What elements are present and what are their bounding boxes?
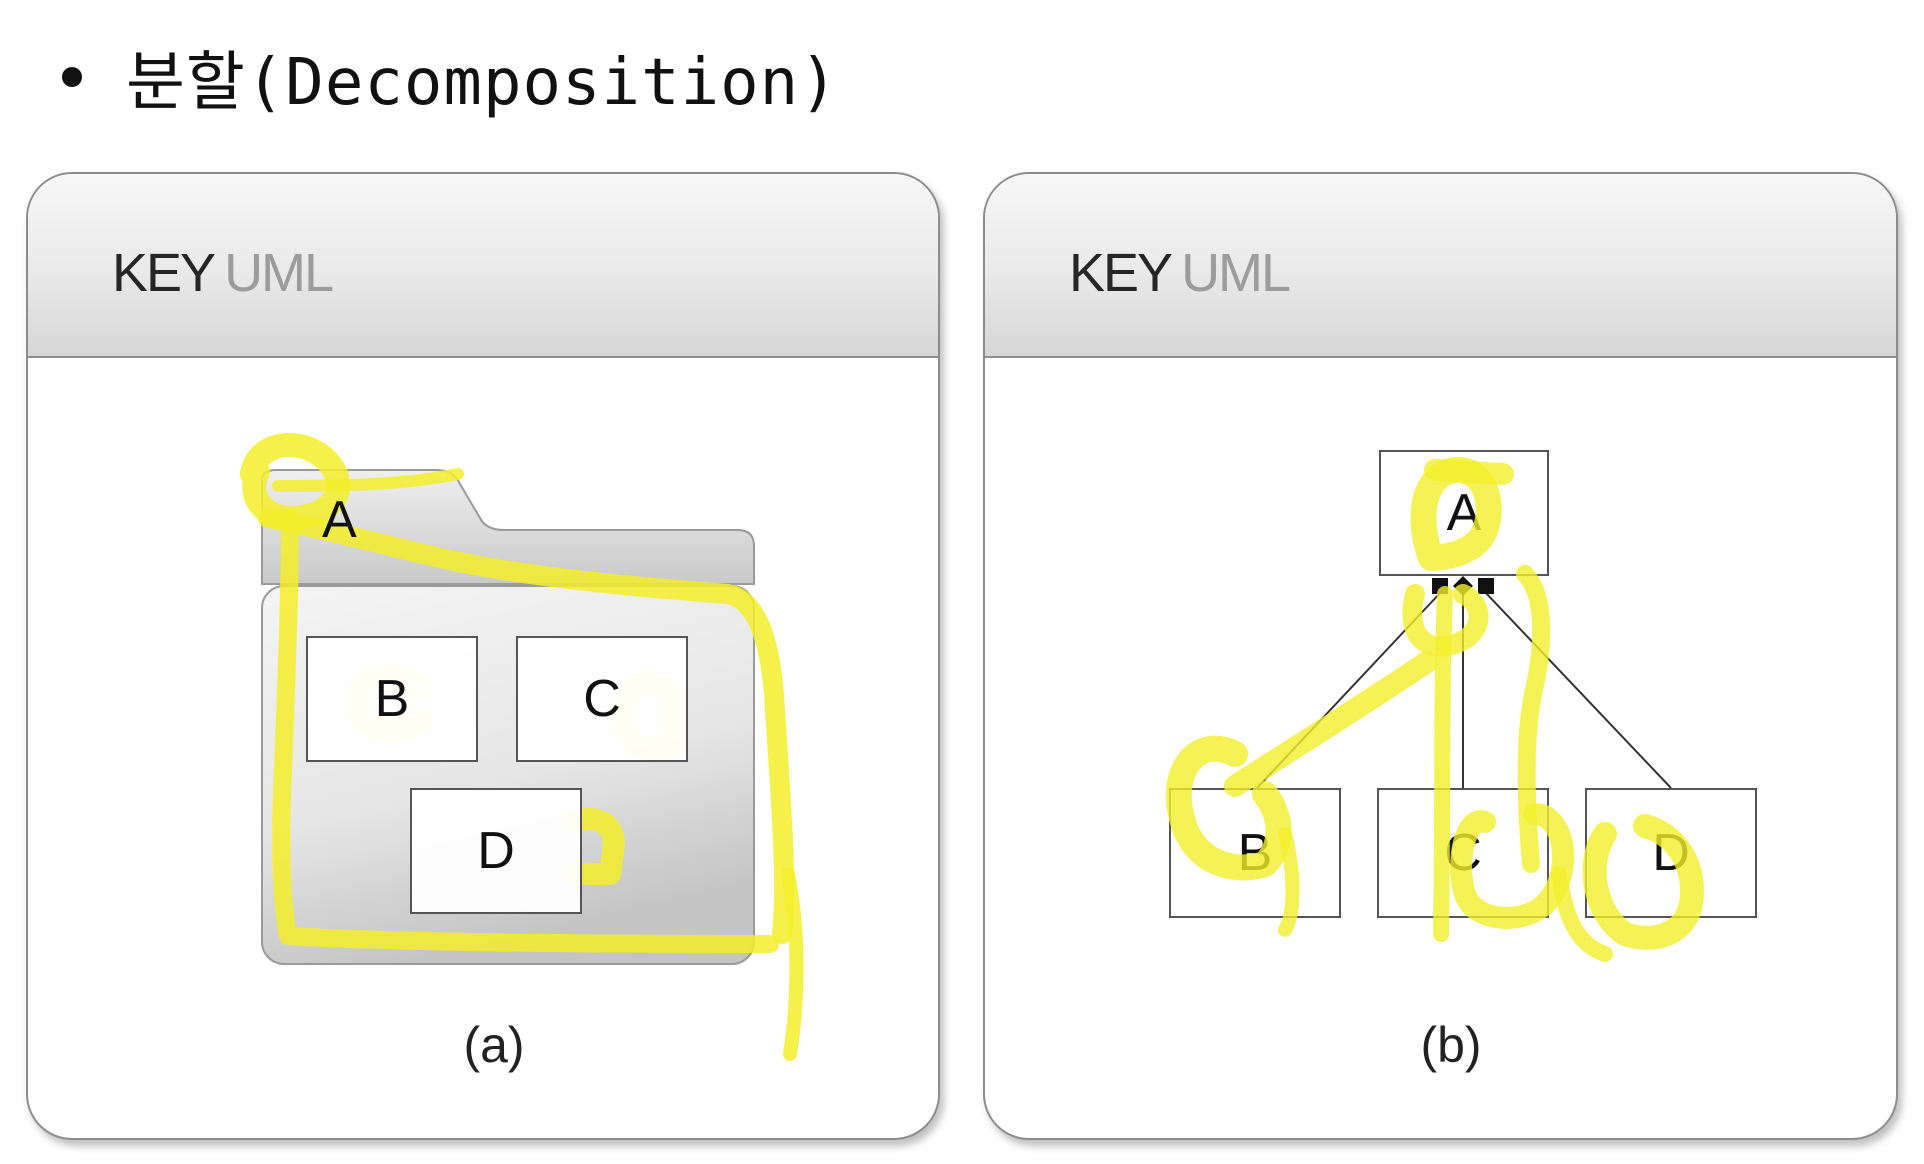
heading-line: 분할(Decomposition)	[62, 22, 839, 132]
panel-b-drawing	[1165, 457, 1704, 962]
highlighter-marks	[1165, 457, 1704, 962]
caption-b: (b)	[1420, 1017, 1482, 1073]
package-tab	[261, 469, 755, 585]
box-d: D	[410, 788, 582, 914]
key-word: KEY	[112, 243, 216, 303]
composition-lines	[1256, 591, 1672, 789]
caption-a: (a)	[463, 1017, 525, 1073]
panel-a-drawing	[240, 433, 804, 1061]
key-notation: UML	[224, 243, 334, 303]
box-b: B	[306, 636, 478, 762]
box-c: C	[516, 636, 688, 762]
bullet-icon	[62, 67, 82, 87]
page-title: 분할(Decomposition)	[126, 46, 839, 120]
key-notation: UML	[1181, 243, 1291, 303]
package-label: A	[322, 491, 357, 549]
key-word: KEY	[1069, 243, 1173, 303]
